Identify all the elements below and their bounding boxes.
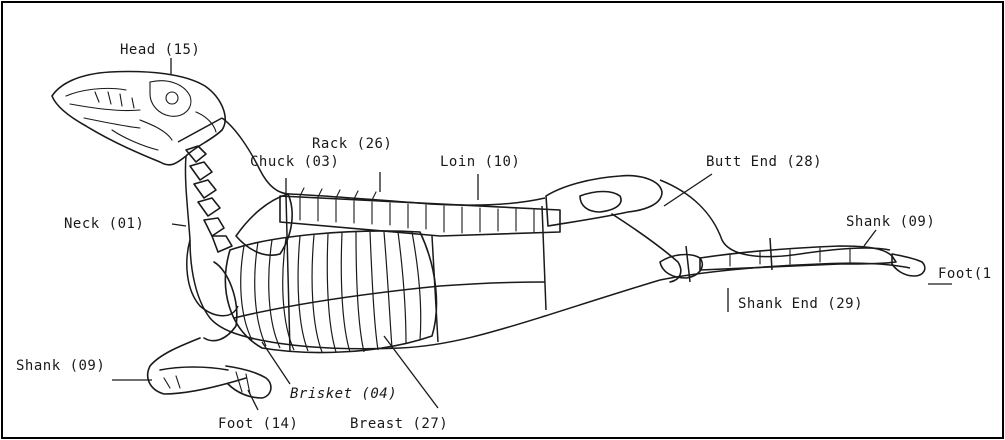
label-chuck: Chuck (03) bbox=[250, 154, 339, 170]
label-head: Head (15) bbox=[120, 42, 200, 58]
leader-butt-end bbox=[664, 174, 712, 206]
neck-front-outline bbox=[185, 156, 190, 240]
rib-cage bbox=[225, 231, 436, 353]
leader-neck bbox=[172, 224, 186, 226]
label-loin: Loin (10) bbox=[440, 154, 520, 170]
label-foot-fore: Foot (14) bbox=[218, 416, 298, 432]
label-shank-fore: Shank (09) bbox=[16, 358, 105, 374]
label-foot-hind: Foot(1 bbox=[938, 266, 992, 282]
neck-vertebrae bbox=[186, 146, 232, 252]
butt-shank-cut-line bbox=[686, 246, 690, 282]
label-breast: Breast (27) bbox=[350, 416, 448, 432]
shank-end-cut-line bbox=[770, 238, 772, 270]
foreleg bbox=[148, 240, 271, 398]
label-butt-end: Butt End (28) bbox=[706, 154, 822, 170]
leader-shank-hind bbox=[864, 230, 876, 246]
label-shank-end: Shank End (29) bbox=[738, 296, 863, 312]
label-neck: Neck (01) bbox=[64, 216, 144, 232]
label-brisket: Brisket (04) bbox=[290, 386, 397, 402]
label-shank-hind: Shank (09) bbox=[846, 214, 935, 230]
head-skull bbox=[52, 72, 225, 165]
loin-leg-cut-line bbox=[542, 206, 546, 310]
label-rack: Rack (26) bbox=[312, 136, 392, 152]
leader-foot-fore bbox=[248, 390, 258, 410]
